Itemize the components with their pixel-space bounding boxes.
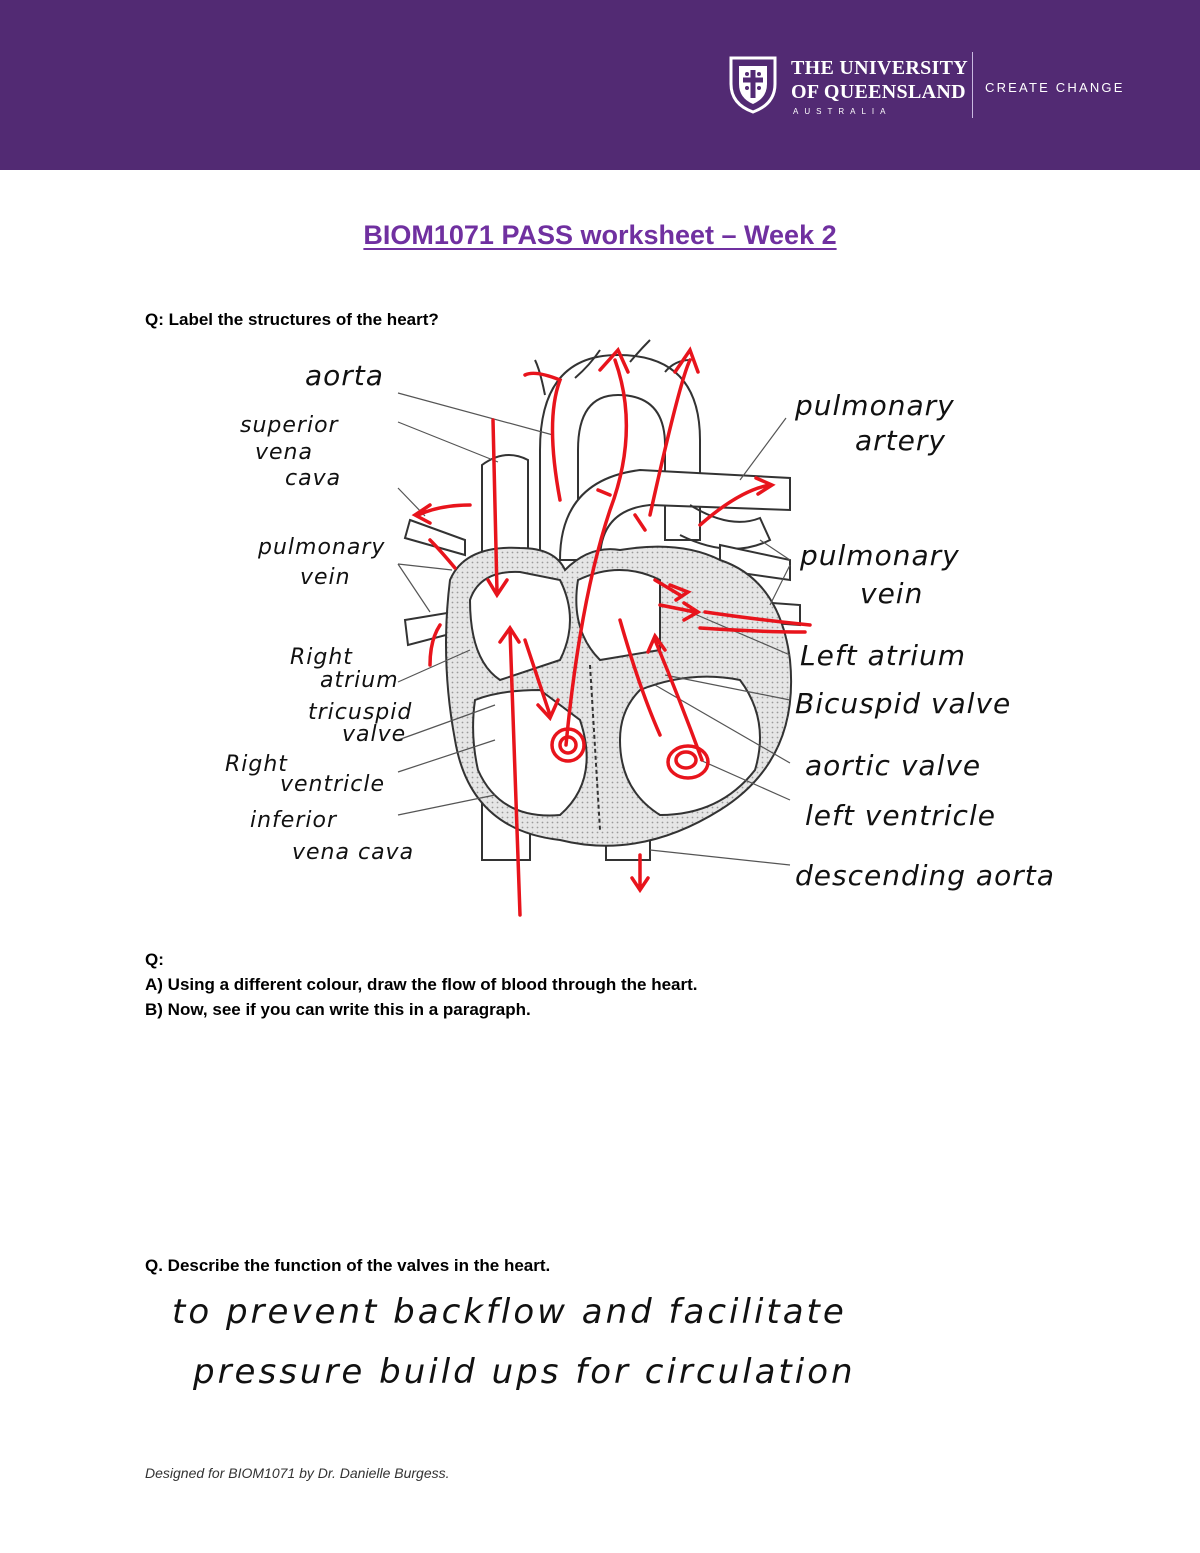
question-part-b: B) Now, see if you can write this in a p… bbox=[145, 1000, 531, 1019]
label-tricuspid-valve-1: tricuspid bbox=[308, 700, 413, 725]
label-superior-vena-cava-2: vena bbox=[255, 440, 313, 465]
label-right-atrium-2: atrium bbox=[320, 668, 399, 693]
label-pulmonary-vein-left-1: pulmonary bbox=[258, 535, 386, 560]
worksheet-title: BIOM1071 PASS worksheet – Week 2 bbox=[363, 220, 837, 250]
logo-divider bbox=[972, 52, 973, 118]
label-superior-vena-cava-1: superior bbox=[240, 413, 339, 438]
question-label-heart: Q: Label the structures of the heart? bbox=[145, 310, 439, 329]
question-prefix: Q: bbox=[145, 950, 164, 969]
label-inferior-vena-cava-1: inferior bbox=[250, 808, 337, 833]
university-name: THE UNIVERSITY OF QUEENSLAND bbox=[791, 57, 969, 103]
label-bicuspid-valve: Bicuspid valve bbox=[795, 687, 1012, 720]
label-pulmonary-vein-right-1: pulmonary bbox=[800, 539, 960, 572]
university-logo: THE UNIVERSITY OF QUEENSLAND AUSTRALIA C… bbox=[727, 52, 1157, 122]
blood-flow-annotations bbox=[411, 346, 812, 917]
question-part-a: A) Using a different colour, draw the fl… bbox=[145, 975, 698, 994]
label-tricuspid-valve-2: valve bbox=[342, 722, 407, 747]
leader-lines bbox=[397, 392, 791, 866]
heart-outline bbox=[403, 339, 801, 861]
label-aorta: aorta bbox=[305, 359, 384, 392]
label-left-ventricle: left ventricle bbox=[805, 799, 996, 832]
label-right-ventricle-1: Right bbox=[225, 752, 288, 777]
header-banner bbox=[0, 0, 1200, 170]
label-aortic-valve: aortic valve bbox=[805, 749, 982, 782]
label-left-atrium: Left atrium bbox=[800, 639, 967, 672]
shield-icon bbox=[729, 56, 777, 114]
label-pulmonary-vein-left-2: vein bbox=[300, 565, 351, 590]
label-inferior-vena-cava-2: vena cava bbox=[292, 840, 415, 865]
label-right-ventricle-2: ventricle bbox=[280, 772, 386, 797]
label-pulmonary-vein-right-2: vein bbox=[860, 577, 924, 610]
logo-tagline: CREATE CHANGE bbox=[985, 80, 1125, 95]
label-pulmonary-artery-1: pulmonary bbox=[795, 389, 955, 422]
label-pulmonary-artery-2: artery bbox=[855, 424, 946, 457]
label-descending-aorta: descending aorta bbox=[795, 859, 1055, 892]
answer-line-1: to prevent backflow and facilitate bbox=[172, 1292, 847, 1332]
label-superior-vena-cava-3: cava bbox=[285, 466, 342, 491]
footer-credit: Designed for BIOM1071 by Dr. Danielle Bu… bbox=[145, 1465, 450, 1481]
university-country: AUSTRALIA bbox=[793, 107, 892, 116]
answer-line-2: pressure build ups for circulation bbox=[193, 1352, 856, 1392]
question-valves: Q. Describe the function of the valves i… bbox=[145, 1256, 551, 1275]
label-right-atrium-1: Right bbox=[290, 645, 353, 670]
